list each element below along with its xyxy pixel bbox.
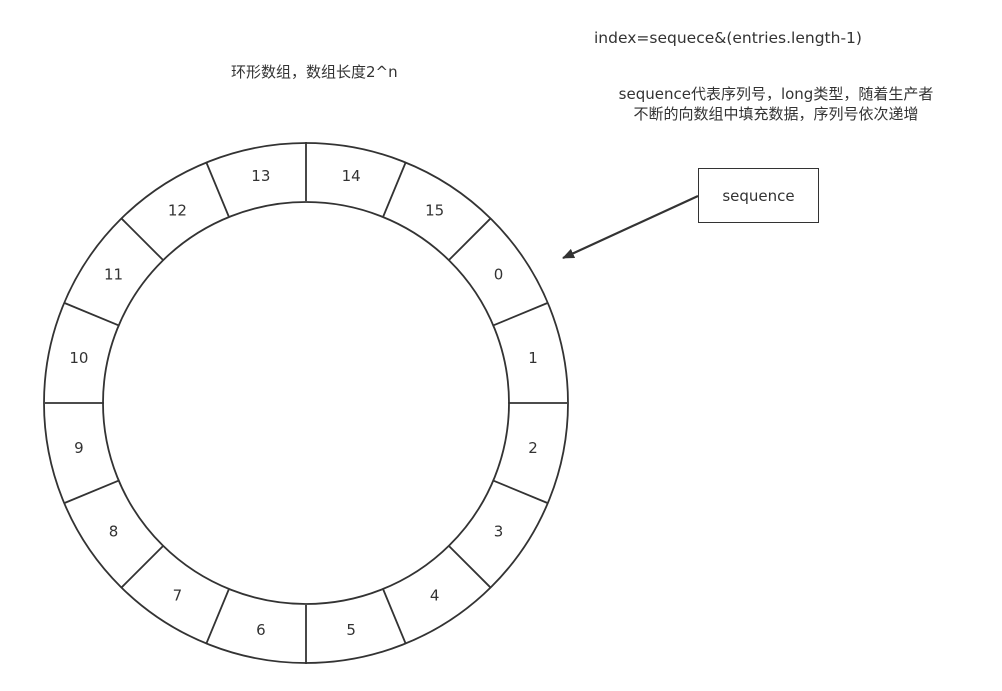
slot-label: 6 <box>256 621 266 639</box>
slot-label: 5 <box>346 621 356 639</box>
sequence-pointer-arrow <box>562 195 699 259</box>
description-line-1: sequence代表序列号，long类型，随着生产者 <box>618 85 934 103</box>
slot-divider <box>382 589 407 645</box>
sequence-description: sequence代表序列号，long类型，随着生产者 不断的向数组中填充数据，序… <box>588 84 964 124</box>
slot-divider <box>492 302 548 327</box>
slot-label: 1 <box>528 349 538 367</box>
slot-label: 3 <box>494 523 504 541</box>
slot-label: 2 <box>528 439 538 457</box>
ring-title: 环形数组，数组长度2^n <box>231 63 398 81</box>
slot-divider <box>492 479 548 504</box>
slot-label: 9 <box>74 439 84 457</box>
slot-label: 15 <box>425 202 444 220</box>
slot-label: 7 <box>173 586 183 604</box>
slot-divider <box>205 161 230 217</box>
slot-label: 10 <box>69 349 88 367</box>
sequence-box: sequence <box>698 168 819 223</box>
sequence-box-label: sequence <box>722 186 795 205</box>
slot-divider <box>205 589 230 645</box>
slot-label: 13 <box>251 167 270 185</box>
slot-label: 4 <box>430 586 440 604</box>
index-formula: index=sequece&(entries.length-1) <box>594 29 862 47</box>
slot-divider <box>120 545 164 589</box>
inner-ring-edge <box>102 201 510 605</box>
slot-divider <box>382 161 407 217</box>
description-line-2: 不断的向数组中填充数据，序列号依次递增 <box>633 105 919 123</box>
slot-label: 8 <box>109 523 119 541</box>
slot-divider <box>120 217 164 261</box>
slot-dividers <box>45 142 567 664</box>
slot-label: 14 <box>342 167 361 185</box>
outer-ring-edge <box>43 142 569 664</box>
slot-divider <box>448 545 492 589</box>
slot-divider <box>64 479 120 504</box>
slot-label: 0 <box>494 265 504 283</box>
slot-label: 12 <box>168 202 187 220</box>
slot-divider <box>64 302 120 327</box>
slot-divider <box>448 217 492 261</box>
slot-label: 11 <box>104 265 123 283</box>
